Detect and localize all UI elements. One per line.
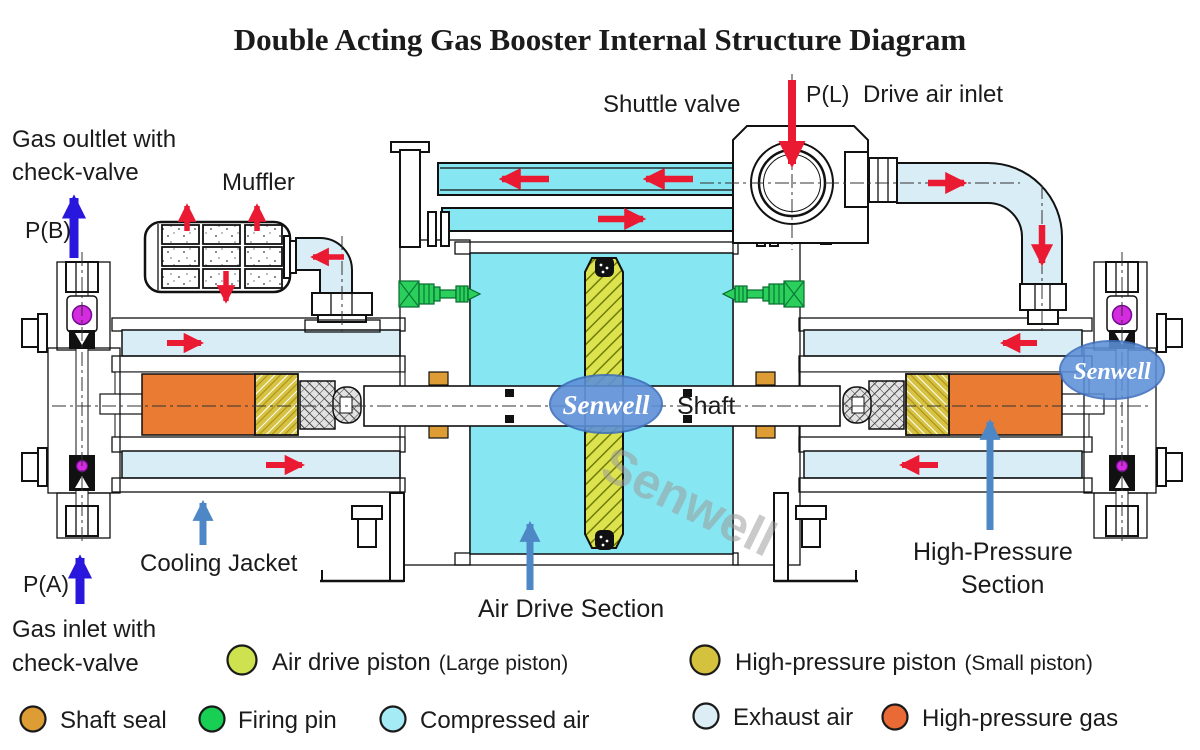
high-pressure-piston — [254, 373, 299, 436]
firing-pin-right — [722, 280, 805, 308]
shaft-label: Shaft — [677, 392, 735, 420]
gland-slot — [339, 396, 353, 414]
pilot-pipe-lower — [441, 207, 734, 232]
air-drive-section-label: Air Drive Section — [478, 595, 664, 623]
pipe-fitting — [1019, 283, 1067, 311]
right-high-pressure-cylinder — [799, 318, 1104, 492]
shaft-seal — [755, 371, 776, 386]
shuttle-valve — [732, 125, 898, 244]
legend-swatch — [19, 705, 47, 733]
pipe-nut — [868, 157, 898, 203]
muffler-label: Muffler — [222, 169, 295, 196]
shaft-seal — [755, 424, 776, 439]
svg-text:High-pressure gas: High-pressure gas — [922, 705, 1118, 732]
drive-air-bend-pipe — [896, 162, 1067, 325]
muffler — [143, 220, 381, 333]
piston-seal-top — [595, 257, 614, 277]
muffler-cells — [161, 224, 283, 289]
gas-inlet-label-2: check-valve — [12, 650, 139, 677]
gas-port — [99, 393, 145, 415]
svg-text:Shaft seal: Shaft seal — [60, 707, 167, 734]
high-pressure-label-2: Section — [961, 571, 1044, 599]
legend-item-shaft-seal: Shaft seal — [19, 705, 167, 734]
inner-wall-top — [111, 355, 406, 373]
legend-swatch — [379, 705, 407, 733]
legend-swatch — [198, 705, 226, 733]
gas-outlet-label-1: Gas oultlet with — [12, 126, 176, 153]
legend-item-compressed-air: Compressed air — [379, 705, 589, 734]
shuttle-valve-label: Shuttle valve — [603, 91, 740, 118]
svg-text:Senwell: Senwell — [1073, 359, 1151, 385]
svg-text:Compressed air: Compressed air — [420, 707, 589, 734]
flange-bolt — [21, 313, 48, 487]
cooling-jacket-label: Cooling Jacket — [140, 550, 298, 577]
p-drive-label: P(L) — [806, 81, 849, 107]
svg-text:High-pressure piston(Small pis: High-pressure piston(Small piston) — [735, 649, 1093, 676]
brand-logo-right: Senwell — [1059, 340, 1165, 400]
mounting-foot-right — [772, 491, 860, 583]
legend-swatch — [226, 644, 258, 676]
brand-logo-center: Senwell — [549, 374, 663, 434]
pilot-pipes — [390, 141, 834, 248]
p-outlet-label: P(B) — [25, 217, 71, 243]
air-wall-bottom — [454, 552, 739, 566]
shaft-seal — [428, 371, 449, 386]
diagram-title: Double Acting Gas Booster Internal Struc… — [234, 22, 967, 57]
flow-arrows — [177, 80, 1054, 304]
svg-text:Firing pin: Firing pin — [238, 707, 337, 734]
legend-item-hp-piston: High-pressure piston(Small piston) — [689, 644, 1093, 676]
svg-text:Exhaust air: Exhaust air — [733, 704, 853, 731]
mounting-foot — [320, 492, 405, 583]
drive-air-inlet-label: Drive air inlet — [863, 81, 1003, 108]
piston-seal-bottom — [595, 530, 614, 550]
p-inlet-label: P(A) — [23, 571, 69, 597]
high-pressure-label-1: High-Pressure — [913, 538, 1073, 566]
muffler-elbow — [295, 237, 353, 294]
gas-arrows — [61, 194, 93, 604]
svg-text:Air drive piston(Large piston): Air drive piston(Large piston) — [272, 649, 568, 676]
inner-wall-bottom — [111, 436, 406, 453]
firing-pin — [398, 280, 482, 308]
legend-item-air-drive-piston: Air drive piston(Large piston) — [226, 644, 568, 676]
cooling-channel-top — [121, 329, 401, 357]
legend-item-hp-gas: High-pressure gas — [881, 703, 1118, 732]
standpipe — [399, 149, 421, 248]
pointer-arrows — [192, 418, 1001, 590]
check-valve-assembly — [21, 261, 121, 539]
legend-swatch — [689, 644, 721, 676]
left-high-pressure-cylinder — [99, 317, 406, 493]
gas-inlet-label-1: Gas inlet with — [12, 616, 156, 643]
legend: Air drive piston(Large piston) High-pres… — [19, 644, 1118, 734]
air-wall-top — [454, 241, 739, 255]
gas-outlet-label-2: check-valve — [12, 159, 139, 186]
svg-text:Senwell: Senwell — [562, 390, 650, 420]
legend-swatch — [692, 702, 720, 730]
outer-wall-bottom — [111, 477, 406, 493]
shaft-seal — [428, 424, 449, 439]
shaft-gland — [299, 380, 336, 430]
high-pressure-gas-chamber — [141, 373, 256, 436]
cooling-channel-bottom — [121, 450, 401, 479]
legend-item-exhaust-air: Exhaust air — [692, 702, 853, 731]
legend-swatch — [881, 703, 909, 731]
legend-item-firing-pin: Firing pin — [198, 705, 337, 734]
